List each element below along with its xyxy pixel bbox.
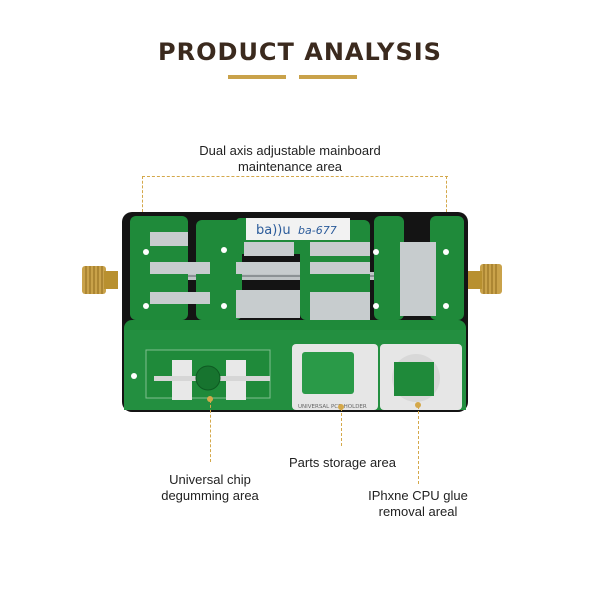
- parts-pointer-line: [341, 408, 342, 446]
- cpu-glue-line2: removal areal: [378, 504, 458, 519]
- maintenance-bracket-top: [142, 176, 448, 177]
- cpu-glue-label: IPhxne CPU glue removal areal: [352, 488, 484, 520]
- maintenance-bracket-left: [142, 176, 143, 212]
- parts-storage-label: Parts storage area: [289, 455, 396, 470]
- holder-text: UNIVERSAL PCB HOLDER: [298, 404, 367, 410]
- left-knob: [82, 266, 118, 294]
- chip-degumming-area: [145, 349, 271, 400]
- cpu-glue-removal-area: [380, 344, 462, 410]
- parts-pointer-dot: [338, 404, 344, 410]
- parts-storage-area: UNIVERSAL PCB HOLDER: [292, 344, 378, 410]
- chip-pointer-dot: [207, 396, 213, 402]
- maintenance-area-line2: maintenance area: [237, 159, 343, 174]
- maintenance-area-line1: Dual axis adjustable mainboard: [199, 143, 381, 158]
- chip-degumming-label: Universal chip degumming area: [150, 472, 270, 504]
- title-underline-left: [228, 75, 286, 79]
- cpu-glue-line1: IPhxne CPU glue: [368, 488, 468, 503]
- brand-name: ba))u: [256, 223, 291, 238]
- chip-degumming-line2: degumming area: [161, 488, 259, 503]
- chip-degumming-line1: Universal chip: [169, 472, 251, 487]
- cpu-pointer-dot: [415, 402, 421, 408]
- maintenance-bracket-right: [446, 176, 447, 212]
- cpu-pointer-line: [418, 406, 419, 484]
- right-knob: [468, 264, 502, 294]
- chip-pointer-line: [210, 400, 211, 462]
- brand-label-bg: [246, 218, 350, 240]
- page-title: PRODUCT ANALYSIS: [158, 38, 442, 66]
- title-underline-right: [299, 75, 357, 79]
- model-name: ba-677: [298, 224, 337, 237]
- maintenance-area-label: Dual axis adjustable mainboard maintenan…: [175, 143, 405, 175]
